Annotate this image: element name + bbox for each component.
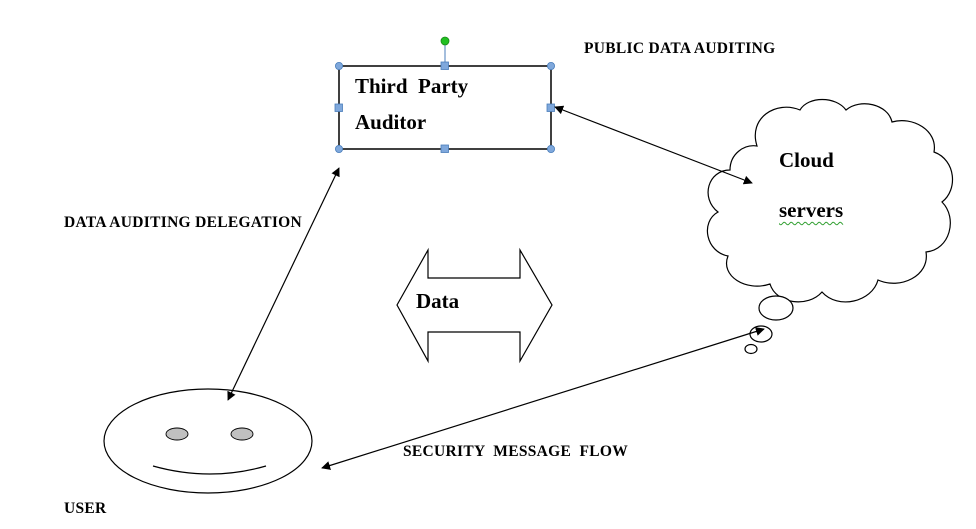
arrow-user-cloud[interactable] bbox=[321, 327, 765, 470]
user-label: USER bbox=[64, 500, 107, 517]
public-data-auditing-label: PUBLIC DATA AUDITING bbox=[584, 40, 776, 57]
user-smiley-face[interactable] bbox=[103, 388, 313, 494]
handle-top-right[interactable] bbox=[547, 62, 556, 71]
data-arrow-label: Data bbox=[416, 289, 460, 313]
arrow-auditor-cloud[interactable] bbox=[554, 105, 753, 185]
rotate-handle[interactable] bbox=[440, 36, 450, 46]
right-eye bbox=[230, 427, 254, 441]
cloud-label-line2: servers bbox=[779, 198, 843, 223]
handle-bottom-right[interactable] bbox=[547, 144, 556, 153]
handle-right-mid[interactable] bbox=[546, 103, 555, 112]
arrow-auditor-user[interactable] bbox=[227, 167, 340, 401]
handle-bottom-left[interactable] bbox=[334, 144, 343, 153]
cloud-label-line2-text: servers bbox=[779, 198, 844, 222]
handle-left-mid[interactable] bbox=[334, 103, 343, 112]
auditor-label-line1: Third Party bbox=[355, 74, 469, 98]
handle-bottom-mid[interactable] bbox=[440, 144, 449, 153]
handle-top-mid[interactable] bbox=[440, 61, 449, 70]
cloud-label-line1: Cloud bbox=[779, 148, 834, 172]
security-message-flow-label: SECURITY MESSAGE FLOW bbox=[403, 443, 629, 460]
selection-handles[interactable] bbox=[334, 36, 556, 153]
left-eye bbox=[165, 427, 189, 441]
handle-top-left[interactable] bbox=[334, 62, 343, 71]
auditor-label-line2: Auditor bbox=[355, 110, 427, 134]
cloud-shape[interactable] bbox=[706, 98, 954, 355]
mouth bbox=[152, 465, 267, 475]
data-auditing-delegation-label: DATA AUDITING DELEGATION bbox=[64, 214, 303, 231]
